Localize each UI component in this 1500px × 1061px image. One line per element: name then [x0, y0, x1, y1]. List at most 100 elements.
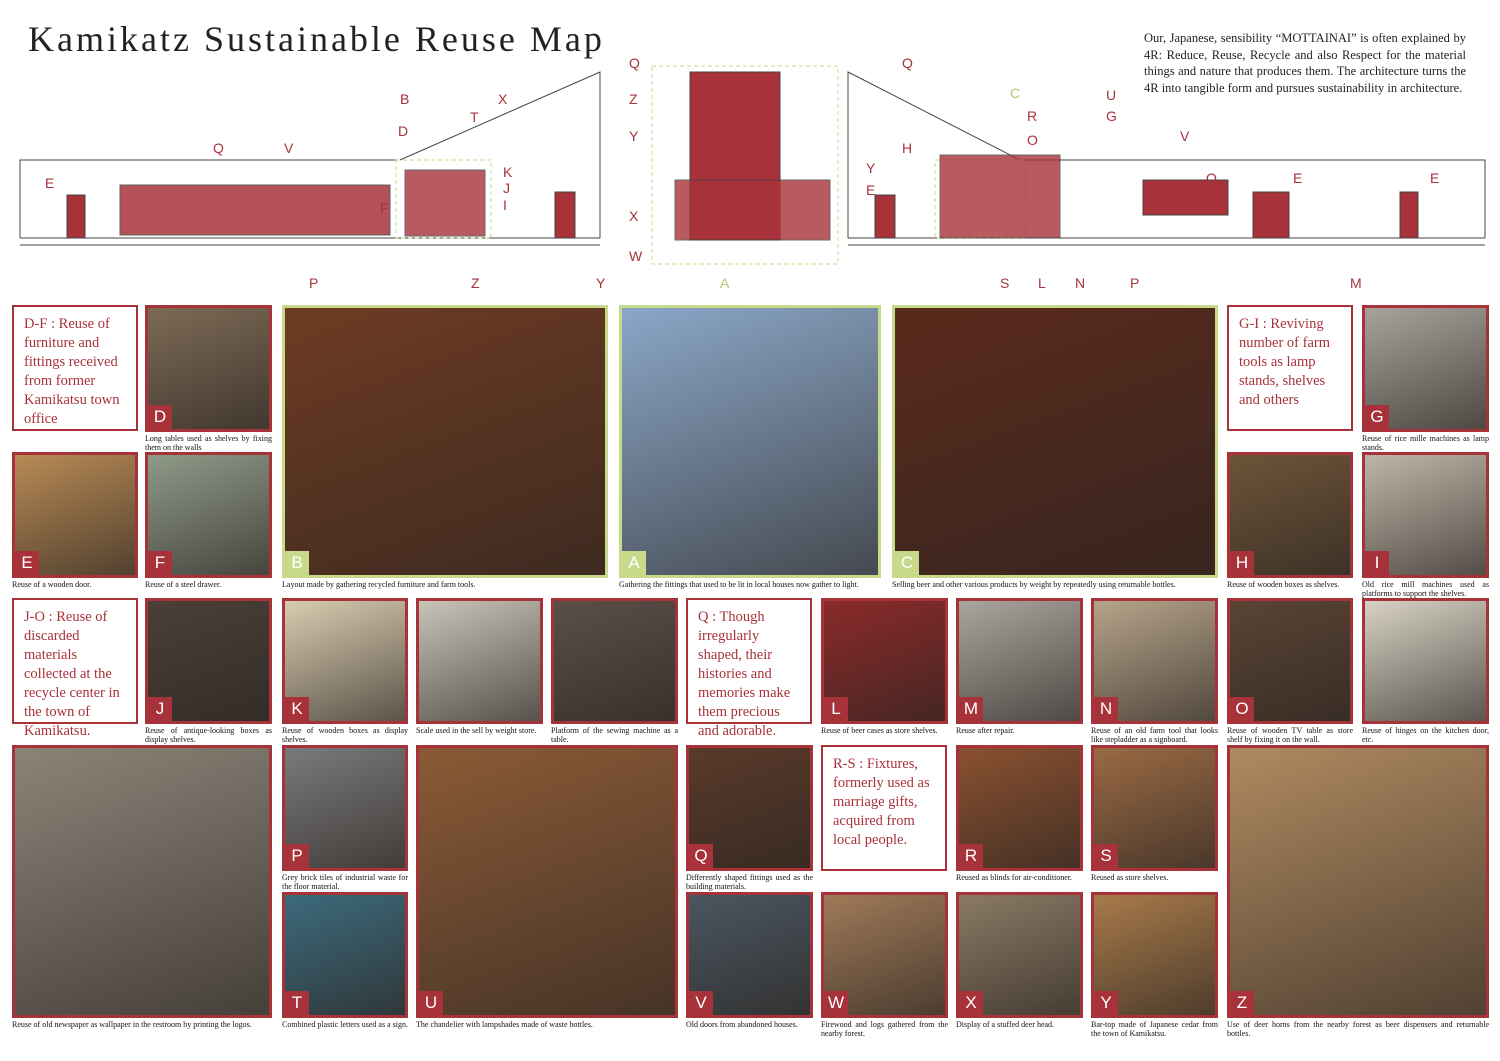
photo-tile: E: [12, 452, 138, 578]
drawing-label: J: [503, 180, 510, 196]
photo-tile: [1362, 598, 1489, 724]
left-section-drawing: [19, 71, 601, 246]
photo-tile: Z: [1227, 745, 1489, 1018]
photo-tile: R: [956, 745, 1083, 871]
photo-letter-badge: N: [1094, 697, 1118, 721]
photo-caption: Display of a stuffed deer head.: [956, 1020, 1055, 1029]
photo-tile: N: [1091, 598, 1218, 724]
description-box: J-O : Reuse of discarded materials colle…: [12, 598, 138, 739]
photo-caption: Reuse of old newspaper as wallpaper in t…: [12, 1020, 252, 1029]
photo-letter-badge: D: [148, 405, 172, 429]
photo-letter-badge: E: [15, 551, 39, 575]
photo-letter-badge: Y: [1094, 991, 1118, 1015]
photo-caption: Long tables used as shelves by fixing th…: [145, 434, 272, 452]
drawing-label: Z: [629, 91, 638, 107]
photo-tile: [551, 598, 678, 724]
photo: [554, 601, 675, 721]
photo-tile: X: [956, 892, 1083, 1018]
photo-letter-badge: K: [285, 697, 309, 721]
photo: [1365, 601, 1486, 721]
photo-letter-badge: U: [419, 991, 443, 1015]
drawing-label: N: [1075, 275, 1086, 291]
photo-letter-badge: J: [148, 697, 172, 721]
photo-letter-badge: B: [285, 551, 309, 575]
drawing-label: E: [866, 182, 876, 198]
photo-letter-badge: T: [285, 991, 309, 1015]
photo-caption: Grey brick tiles of industrial waste for…: [282, 873, 408, 891]
photo-caption: Reuse of a steel drawer.: [145, 580, 222, 589]
photo-tile: P: [282, 745, 408, 871]
photo-caption: Reuse of wooden boxes as display shelves…: [282, 726, 408, 744]
photo-letter-badge: S: [1094, 844, 1118, 868]
photo-tile: D: [145, 305, 272, 432]
photo-caption: Reuse of a wooden door.: [12, 580, 92, 589]
drawing-label: Q: [1206, 170, 1217, 186]
drawing-label: R: [1027, 108, 1038, 124]
photo-letter-badge: Q: [689, 844, 713, 868]
drawing-label: O: [1027, 132, 1038, 148]
photo-caption: Differently shaped fittings used as the …: [686, 873, 813, 891]
photo-caption: Reuse of antique-looking boxes as displa…: [145, 726, 272, 744]
drawing-label: C: [1010, 85, 1021, 101]
photo-tile: [12, 745, 272, 1018]
photo-tile: Y: [1091, 892, 1218, 1018]
photo-letter-badge: P: [285, 844, 309, 868]
drawing-label: A: [720, 275, 730, 291]
drawing-label: W: [629, 248, 643, 264]
photo-tile: K: [282, 598, 408, 724]
drawing-label: X: [498, 91, 508, 107]
photo-tile: F: [145, 452, 272, 578]
photo-caption: Reuse after repair.: [956, 726, 1015, 735]
drawing-label: S: [1000, 275, 1010, 291]
photo-caption: Old doors from abandoned houses.: [686, 1020, 798, 1029]
photo-caption: Bar-top made of Japanese cedar from the …: [1091, 1020, 1218, 1038]
drawing-label: Y: [596, 275, 606, 291]
photo-caption: Layout made by gathering recycled furnit…: [282, 580, 476, 589]
photo-letter-badge: O: [1230, 697, 1254, 721]
photo-caption: Reuse of rice mille machines as lamp sta…: [1362, 434, 1489, 452]
photo-tile: Q: [686, 745, 813, 871]
photo-letter-badge: I: [1365, 551, 1389, 575]
drawing-label: Y: [629, 128, 639, 144]
photo-tile: V: [686, 892, 813, 1018]
drawing-label: D: [398, 123, 409, 139]
photo-tile: L: [821, 598, 948, 724]
photo-caption: Reuse of hinges on the kitchen door, etc…: [1362, 726, 1489, 744]
drawing-label: E: [45, 175, 55, 191]
photo-caption: Reuse of beer cases as store shelves.: [821, 726, 938, 735]
photo: [285, 308, 605, 575]
photo-caption: Old rice mill machines used as platforms…: [1362, 580, 1489, 598]
photo-caption: Reuse of wooden boxes as shelves.: [1227, 580, 1340, 589]
drawing-label: B: [400, 91, 410, 107]
photo-caption: Use of deer horns from the nearby forest…: [1227, 1020, 1489, 1038]
photo-letter-badge: C: [895, 551, 919, 575]
description-box: R-S : Fixtures, formerly used as marriag…: [821, 745, 947, 871]
photo-tile: H: [1227, 452, 1353, 578]
photo-tile: B: [282, 305, 608, 578]
drawing-label: K: [503, 164, 513, 180]
photo-tile: T: [282, 892, 408, 1018]
photo-letter-badge: A: [622, 551, 646, 575]
drawing-label: Q: [213, 140, 224, 156]
drawing-label: P: [309, 275, 319, 291]
photo-caption: Combined plastic letters used as a sign.: [282, 1020, 408, 1029]
drawing-label: P: [1130, 275, 1140, 291]
photo-letter-badge: X: [959, 991, 983, 1015]
photo: [419, 748, 675, 1015]
photo-tile: J: [145, 598, 272, 724]
photo-tile: M: [956, 598, 1083, 724]
photo-letter-badge: F: [148, 551, 172, 575]
photo-caption: Firewood and logs gathered from the near…: [821, 1020, 948, 1038]
photo-caption: Reuse of an old farm tool that looks lik…: [1091, 726, 1218, 744]
drawing-label: X: [629, 208, 639, 224]
photo-caption: Gathering the fittings that used to be l…: [619, 580, 859, 589]
photo-tile: I: [1362, 452, 1489, 578]
photo-tile: O: [1227, 598, 1353, 724]
drawing-label: L: [1038, 275, 1046, 291]
photo-tile: A: [619, 305, 881, 578]
photo-caption: Platform of the sewing machine as a tabl…: [551, 726, 678, 744]
drawing-label: I: [503, 197, 507, 213]
photo-tile: U: [416, 745, 678, 1018]
drawing-label: Q: [902, 55, 913, 71]
photo-letter-badge: W: [824, 991, 848, 1015]
